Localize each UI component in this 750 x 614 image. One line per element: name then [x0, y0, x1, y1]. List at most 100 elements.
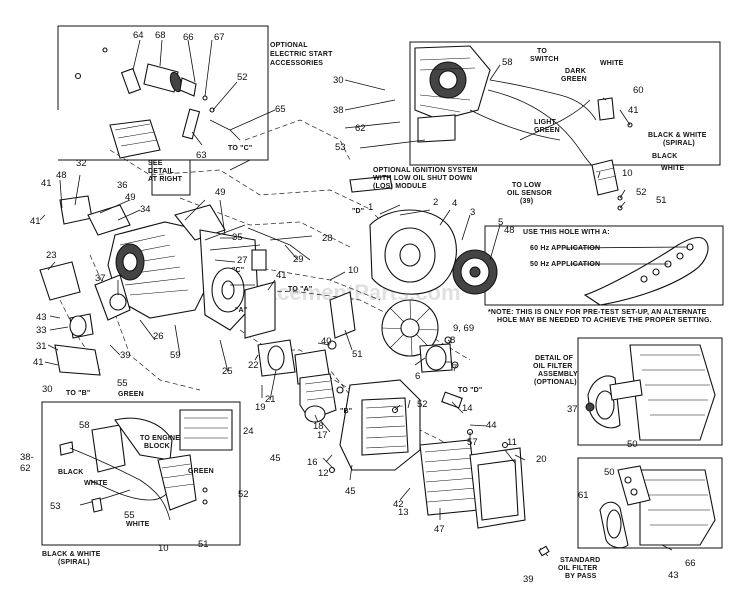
part-number: 3	[470, 207, 475, 218]
part-number: 11	[507, 437, 517, 448]
part-number: 50	[627, 439, 638, 450]
part-number: 58	[79, 420, 90, 431]
caption-black-bl: BLACK	[58, 469, 84, 476]
part-number: 52	[417, 399, 428, 410]
caption-to-c-top: TO "C"	[228, 145, 252, 152]
part-number: 40	[321, 336, 332, 347]
part-number: 41	[276, 270, 287, 281]
engine-block	[39, 159, 276, 376]
part-number: 33	[36, 325, 47, 336]
part-number: 1	[368, 202, 373, 213]
part-number: 64	[133, 30, 144, 41]
part-number: 39	[523, 574, 534, 585]
caption-black-white-spiral-top: BLACK & WHITE(SPIRAL)	[648, 132, 707, 147]
oil-filter-bypass-parts	[538, 465, 716, 557]
part-number: 34	[140, 204, 151, 215]
part-number: 10	[622, 168, 633, 179]
part-number: 41	[628, 105, 639, 116]
part-number: 10	[158, 543, 169, 554]
part-number: 48	[56, 170, 67, 181]
part-number: 59	[170, 350, 181, 361]
part-number: 22	[248, 360, 259, 371]
part-number: 32	[76, 158, 87, 169]
part-number: 20	[536, 454, 547, 465]
oil-filter-detail-parts	[585, 344, 716, 441]
part-number: 63	[196, 150, 207, 161]
part-number: 39	[120, 350, 131, 361]
part-number: 17	[317, 430, 328, 441]
part-number: 53	[335, 142, 346, 153]
caption-60hz: 60 Hz APPLICATION	[530, 245, 600, 252]
part-number: 49	[215, 187, 226, 198]
part-number: 7	[452, 363, 457, 374]
part-number: 36	[117, 180, 128, 191]
caption-to-b: TO "B"	[66, 390, 90, 397]
leader-lines	[39, 39, 631, 520]
part-number: 61	[578, 490, 589, 501]
part-number: 28	[322, 233, 333, 244]
part-number: 41	[33, 357, 44, 368]
blower-housing-flywheel	[247, 175, 498, 373]
caption-white-top: WHITE	[600, 60, 624, 67]
caption-note: *NOTE: THIS IS ONLY FOR PRE-TEST SET-UP,…	[488, 309, 712, 324]
part-number: 43	[668, 570, 679, 581]
part-number: 42	[393, 499, 404, 510]
governor-bracket	[564, 236, 709, 306]
part-number: 41	[30, 216, 41, 227]
part-number: 55	[117, 378, 128, 389]
part-number: 30	[333, 75, 344, 86]
carburetor-air-cleaner	[257, 339, 526, 529]
part-number: 38	[333, 105, 344, 116]
part-number: 62	[20, 463, 31, 474]
caption-mark-c: "C"	[232, 267, 244, 274]
ignition-wiring-parts	[59, 409, 233, 521]
part-number: 67	[214, 32, 225, 43]
electric-start-box	[57, 25, 269, 161]
part-number: 66	[183, 32, 194, 43]
caption-mark-b: "B"	[340, 408, 352, 415]
caption-green-b: GREEN	[188, 468, 214, 475]
part-number: 47	[434, 524, 445, 535]
part-number: 37	[567, 404, 578, 415]
part-number: 26	[153, 331, 164, 342]
part-number: 50	[604, 467, 615, 478]
caption-to-a: TO "A"	[288, 286, 312, 293]
part-number: 18	[313, 421, 324, 432]
part-number: 58	[502, 57, 513, 68]
part-number: 10	[348, 265, 359, 276]
part-number: 66	[685, 558, 696, 569]
part-number: 44	[486, 420, 497, 431]
ignition-detail-box	[409, 41, 721, 166]
part-number: 43	[36, 312, 47, 323]
part-number: 8	[450, 335, 455, 346]
part-number: 35	[232, 232, 243, 243]
electric-start-parts	[74, 47, 241, 159]
part-number: 19	[255, 402, 266, 413]
part-number: 12	[318, 468, 329, 479]
part-number: 5	[498, 217, 503, 228]
part-number: 60	[633, 85, 644, 96]
caption-to-d: TO "D"	[458, 387, 482, 394]
part-number: 24	[243, 426, 254, 437]
part-number: 49	[125, 192, 136, 203]
part-number-labels: 64 68 66 67 52 65 63 30 58 60 41 38 62 5…	[20, 30, 696, 585]
part-number: 52	[636, 187, 647, 198]
part-number: 51	[352, 349, 363, 360]
part-number: 55	[124, 510, 135, 521]
caption-white-bl2: WHITE	[126, 521, 150, 528]
part-number: 4	[452, 198, 457, 209]
part-number: 37	[95, 273, 106, 284]
part-number: 51	[656, 195, 667, 206]
ignition-wiring-box	[41, 401, 241, 546]
part-number: 30	[42, 384, 53, 395]
part-number: 27	[237, 255, 248, 266]
